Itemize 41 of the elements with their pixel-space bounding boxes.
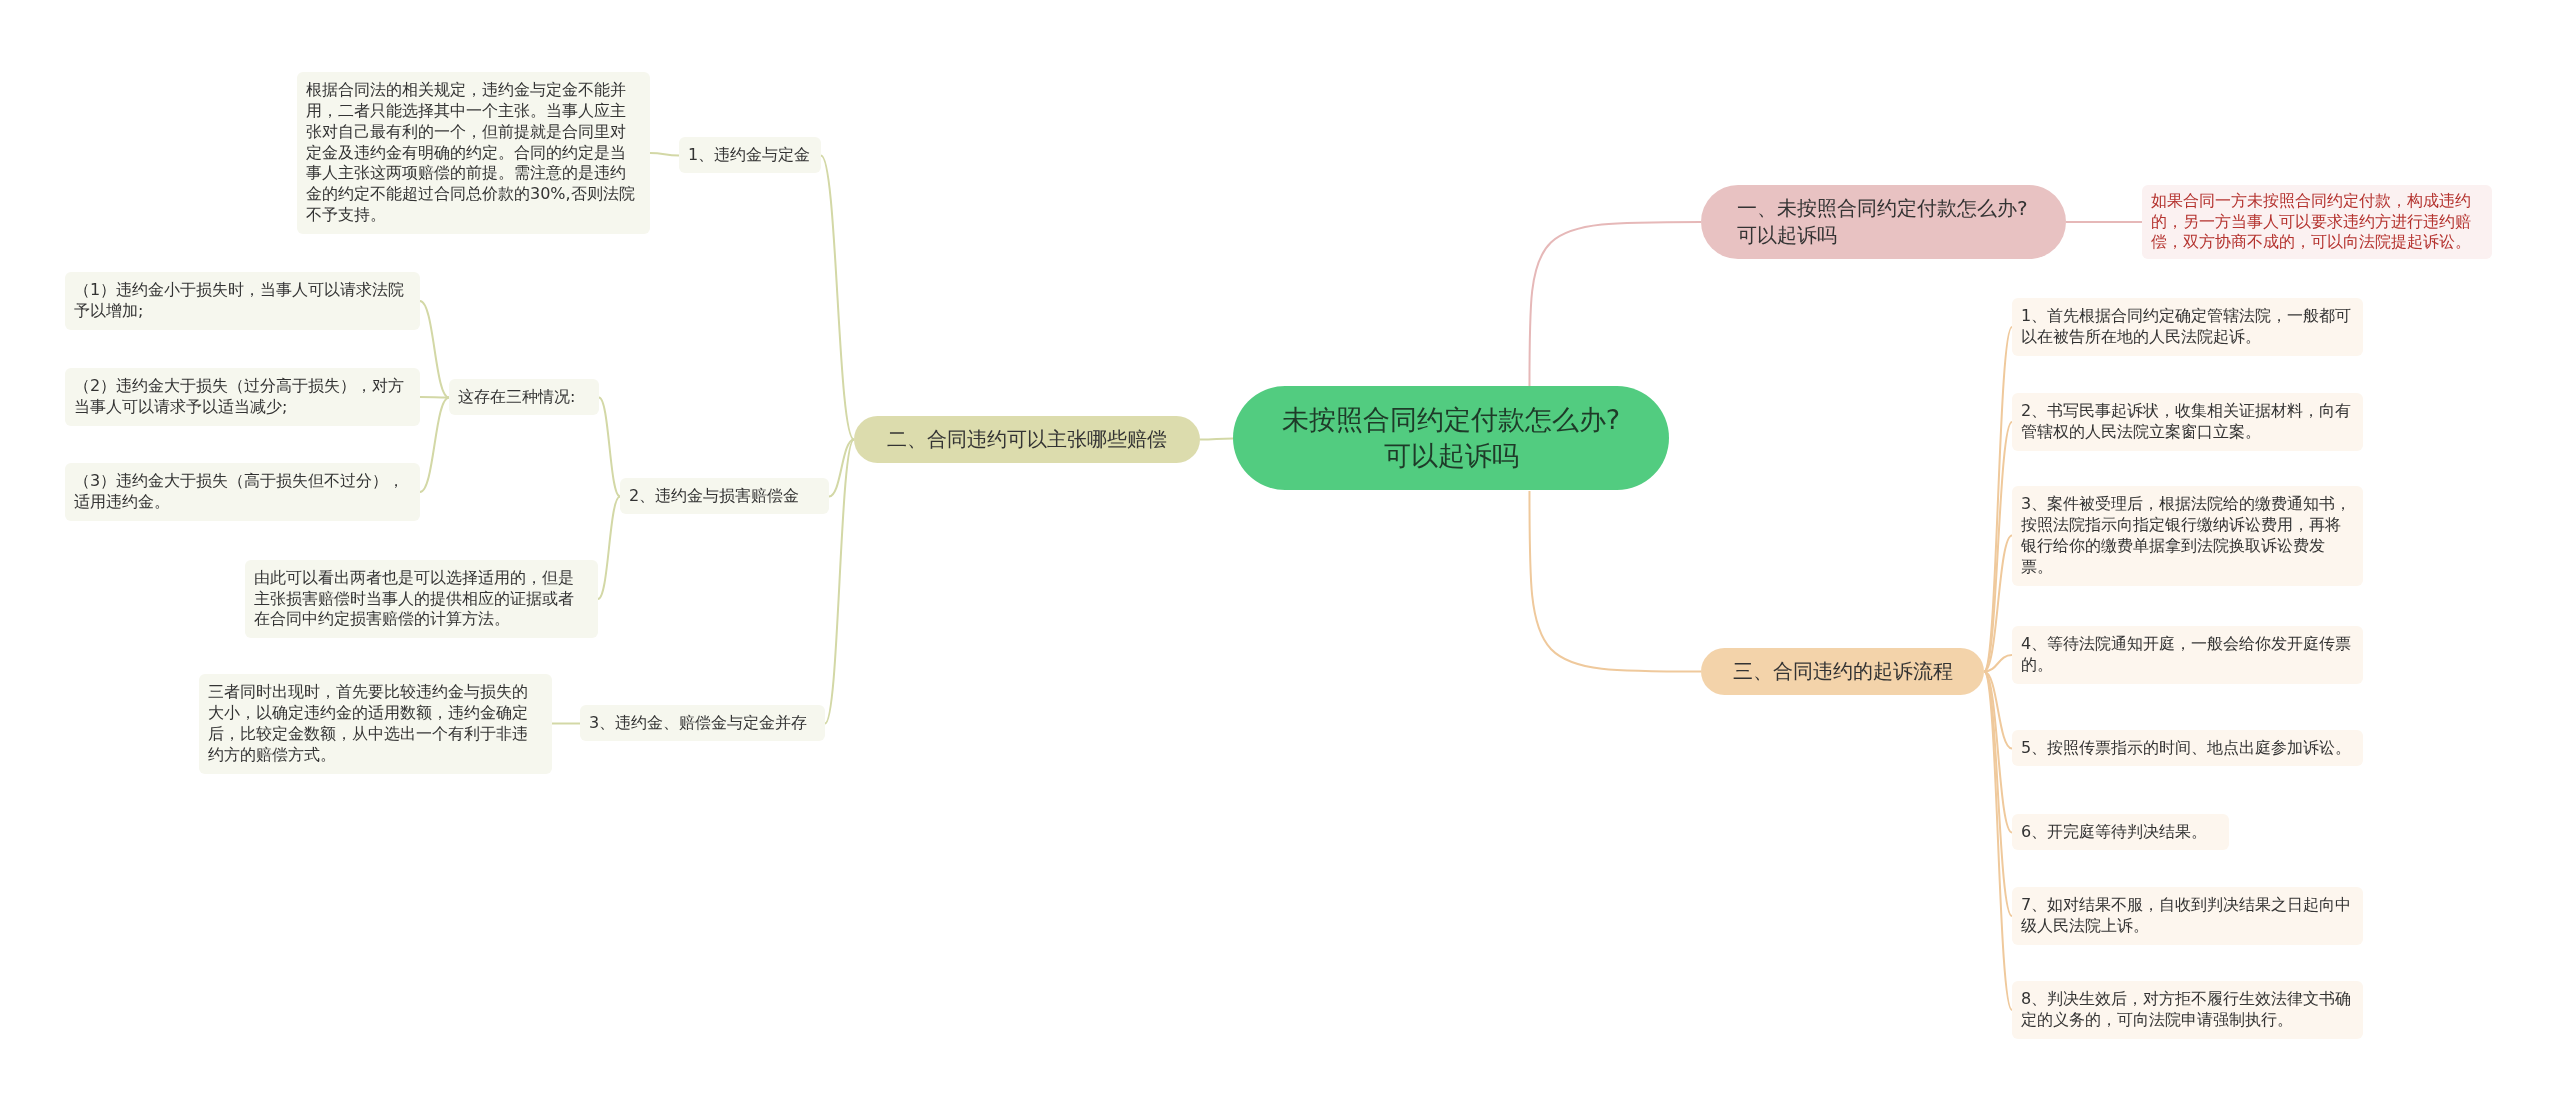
subtopic-box: 根据合同法的相关规定，违约金与定金不能并用，二者只能选择其中一个主张。当事人应主张对自己最有利的一个，但前提就是合同里对定金及违约金有明确的约定。合同的约定是当事人主张这两项赔偿的前提。需注意的是违约金的约定不能超过合同总价款的30%,否则法院不予支持。	[297, 72, 650, 234]
connector-line	[820, 154, 855, 441]
subtopic-box: 6、开完庭等待判决结果。	[2012, 813, 2229, 851]
connector-line	[419, 396, 450, 493]
subtopic-box: 2、违约金与损害赔偿金	[620, 477, 829, 515]
subtopic-box: （2）违约金大于损失（过分高于损失），对方当事人可以请求予以适当减少;	[65, 368, 420, 426]
subtopic-box: 2、书写民事起诉状，收集相关证据材料，向有管辖权的人民法院立案窗口立案。	[2012, 393, 2363, 451]
connector-line	[1983, 534, 2013, 673]
connector-line	[1199, 437, 1234, 441]
subtopic-box: 3、案件被受理后，根据法院给的缴费通知书，按照法院指示向指定银行缴纳诉讼费用，再将银行给你的缴费单据拿到法院换取诉讼费发票。	[2012, 486, 2363, 586]
subtopic-box: 4、等待法院通知开庭，一般会给你发开庭传票的。	[2012, 626, 2363, 684]
subtopic-box: 7、如对结果不服，自收到判决结果之日起向中级人民法院上诉。	[2012, 887, 2363, 945]
connector-line	[649, 152, 680, 157]
connector-line	[419, 300, 450, 399]
connector-line	[1983, 670, 2013, 750]
connector-line	[828, 438, 855, 498]
connector-line	[551, 722, 581, 725]
subtopic-box: 8、判决生效后，对方拒不履行生效法律文书确定的义务的，可向法院申请强制执行。	[2012, 981, 2363, 1039]
connector-line	[1528, 221, 1702, 387]
central-topic: 未按照合同约定付款怎么办?可以起诉吗	[1233, 385, 1669, 491]
branch-topic: 三、合同违约的起诉流程	[1701, 647, 1984, 695]
connector-line	[824, 438, 855, 725]
connector-line	[598, 396, 621, 498]
connector-line	[597, 495, 621, 600]
branch-topic: 二、合同违约可以主张哪些赔偿	[854, 415, 1200, 463]
subtopic-box: 1、首先根据合同约定确定管辖法院，一般都可以在被告所在地的人民法院起诉。	[2012, 298, 2363, 356]
connector-line	[1983, 670, 2013, 1011]
note-box: 如果合同一方未按照合同约定付款，构成违约的，另一方当事人可以要求违约方进行违约赔偿，双方协商不成的，可以向法院提起诉讼。	[2142, 184, 2492, 260]
subtopic-box: （1）违约金小于损失时，当事人可以请求法院予以增加;	[65, 272, 420, 330]
connector-line	[419, 396, 450, 399]
subtopic-box: 5、按照传票指示的时间、地点出庭参加诉讼。	[2012, 729, 2363, 767]
subtopic-box: （3）违约金大于损失（高于损失但不过分），适用违约金。	[65, 463, 420, 521]
subtopic-box: 这存在三种情况:	[449, 378, 599, 416]
connector-line	[2065, 221, 2143, 223]
branch-topic: 一、未按照合同约定付款怎么办?可以起诉吗	[1701, 185, 2066, 259]
subtopic-box: 由此可以看出两者也是可以选择适用的，但是主张损害赔偿时当事人的提供相应的证据或者在合同中约定损害赔偿的计算方法。	[245, 559, 598, 639]
connector-line	[1528, 490, 1702, 673]
subtopic-box: 3、违约金、赔偿金与定金并存	[580, 704, 825, 742]
connector-line	[1983, 654, 2013, 673]
subtopic-box: 三者同时出现时，首先要比较违约金与损失的大小，以确定违约金的适用数额，违约金确定后，比较定金数额，从中选出一个有利于非违约方的赔偿方式。	[199, 674, 552, 774]
subtopic-box: 1、违约金与定金	[679, 136, 821, 174]
